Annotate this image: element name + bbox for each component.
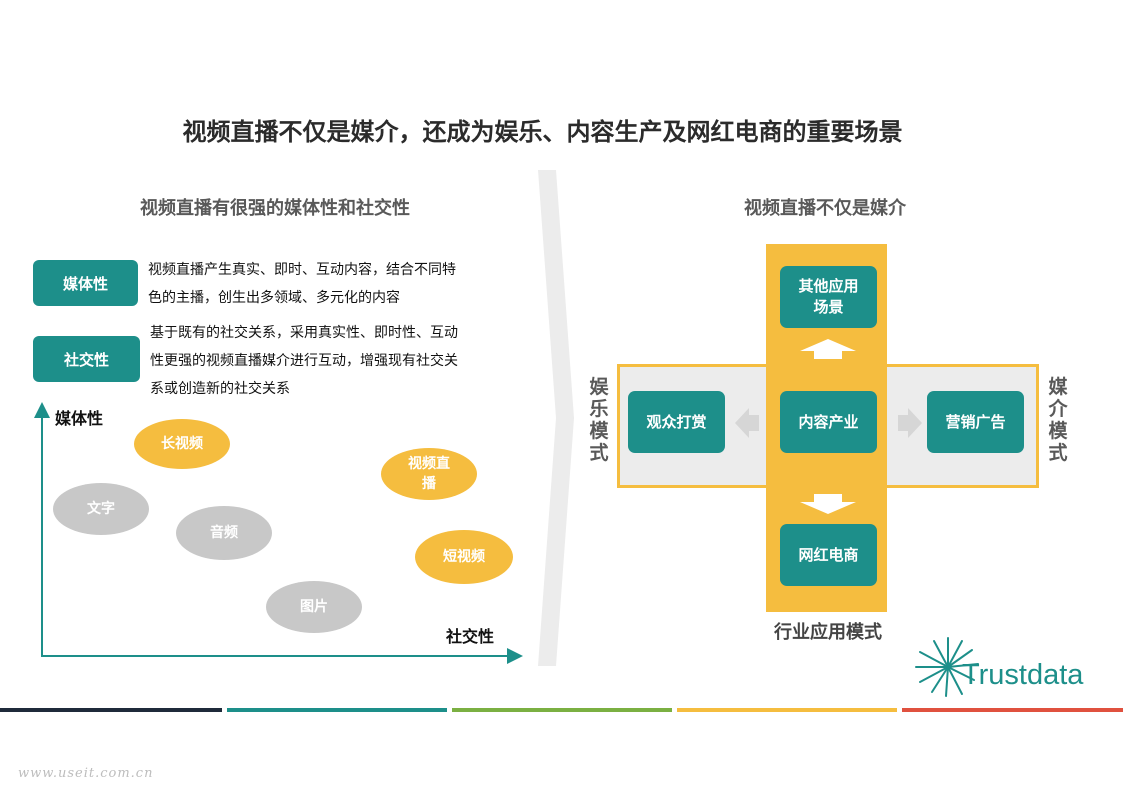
watermark: www.useit.com.cn — [18, 766, 154, 781]
arrow-left-icon — [735, 408, 759, 438]
label-entertainment-mode: 娱乐模式 — [589, 376, 609, 464]
footer-bar-3 — [452, 708, 672, 712]
tag-media: 媒体性 — [33, 260, 138, 306]
right-subtitle: 视频直播不仅是媒介 — [744, 198, 906, 219]
footer-bar-2 — [227, 708, 447, 712]
desc-social: 基于既有的社交关系，采用真实性、即时性、互动 性更强的视频直播媒介进行互动，增强… — [150, 325, 458, 397]
box-other-scenes: 其他应用场景 — [780, 266, 877, 328]
tag-social: 社交性 — [33, 336, 140, 382]
trustdata-logo-icon — [915, 637, 979, 697]
x-axis-label: 社交性 — [446, 627, 495, 646]
box-influencer-ecommerce: 网红电商 — [780, 524, 877, 586]
y-axis-label: 媒体性 — [55, 409, 104, 428]
bubble-long-video: 长视频 — [134, 419, 230, 469]
bubble-text: 文字 — [53, 483, 149, 535]
box-audience-tips: 观众打赏 — [628, 391, 725, 453]
box-marketing-ads: 营销广告 — [927, 391, 1024, 453]
label-industry-mode: 行业应用模式 — [774, 622, 882, 643]
bubble-live-video: 视频直播 — [381, 448, 477, 500]
footer-bar-1 — [0, 708, 222, 712]
label-media-mode: 媒介模式 — [1048, 376, 1068, 464]
box-content-industry: 内容产业 — [780, 391, 877, 453]
left-subtitle: 视频直播有很强的媒体性和社交性 — [140, 198, 410, 219]
arrow-up-icon — [800, 339, 856, 359]
chevron-divider — [538, 170, 574, 666]
page-title: 视频直播不仅是媒介，还成为娱乐、内容生产及网红电商的重要场景 — [182, 118, 903, 146]
footer-bar-4 — [677, 708, 897, 712]
bubble-image: 图片 — [266, 581, 362, 633]
footer-bar-5 — [902, 708, 1123, 712]
chart-axes — [34, 402, 523, 664]
bubble-short-video: 短视频 — [415, 530, 513, 584]
bubble-audio: 音频 — [176, 506, 272, 560]
arrow-right-icon — [898, 408, 922, 438]
arrow-down-icon — [800, 494, 856, 514]
desc-media: 视频直播产生真实、即时、互动内容，结合不同特 色的主播，创生出多领域、多元化的内… — [148, 262, 456, 306]
brand-name: Trustdata — [962, 659, 1084, 691]
